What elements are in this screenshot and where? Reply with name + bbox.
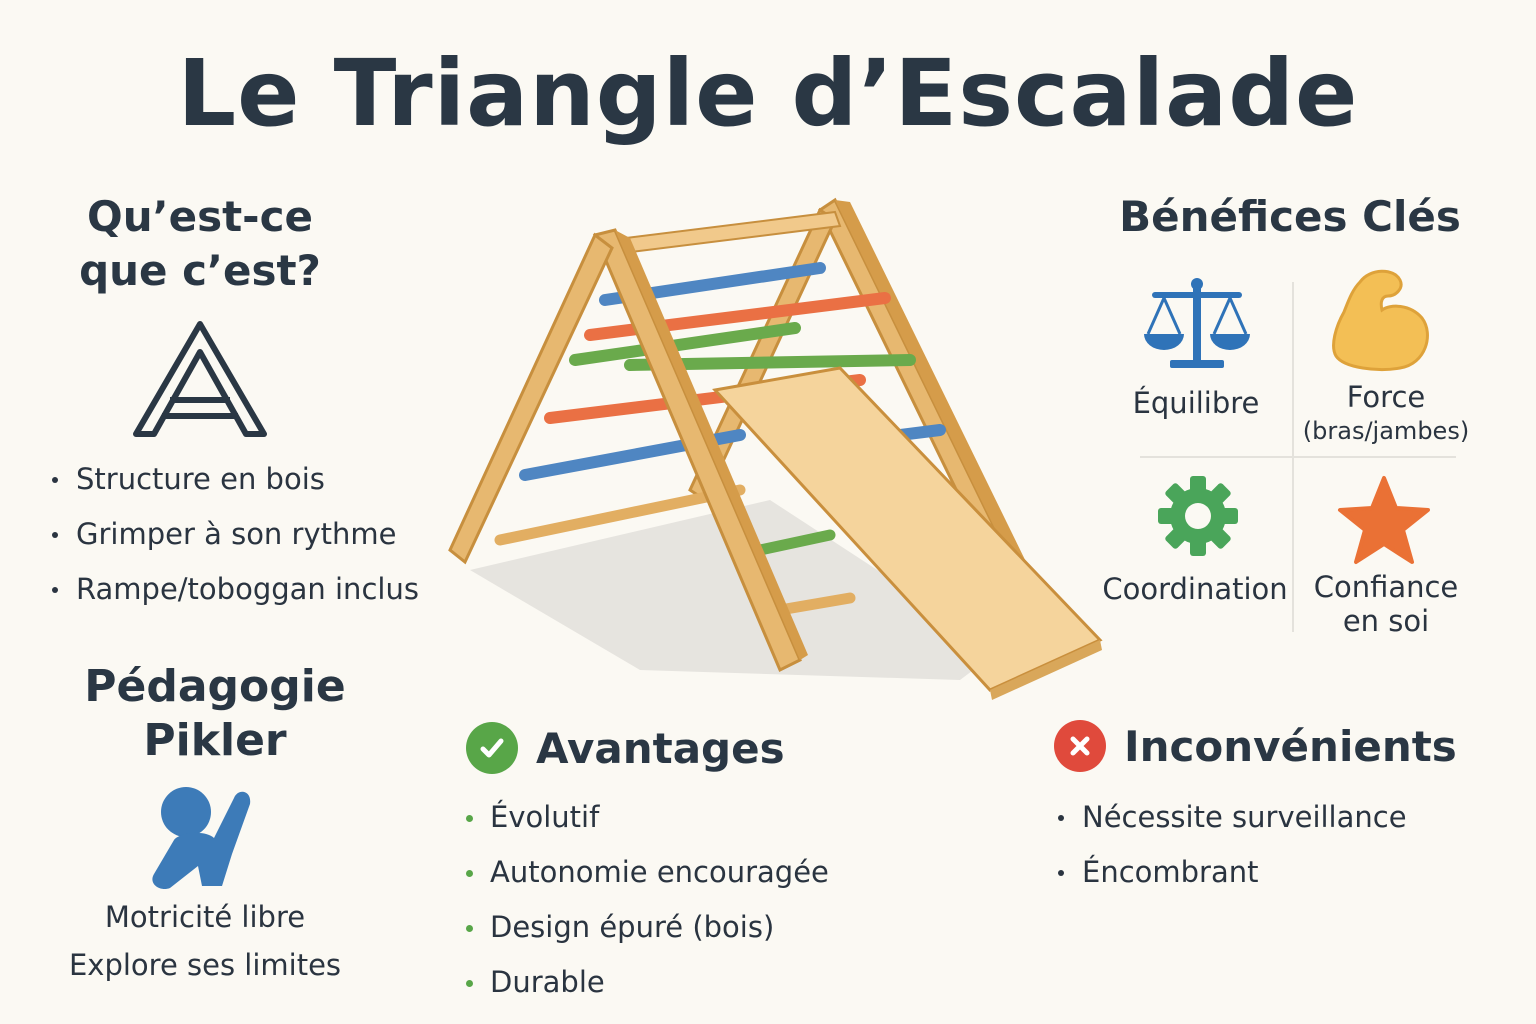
benefits-heading: Bénéfices Clés [1119, 192, 1461, 241]
benefit-coordination: Coordination [1100, 572, 1290, 606]
gear-icon [1158, 476, 1238, 556]
balance-scale-icon [1144, 278, 1250, 368]
benefit-label-line2: en soi [1342, 604, 1430, 638]
list-item: Nécessite surveillance [1056, 790, 1516, 845]
benefits-divider-horizontal [1140, 456, 1456, 458]
pikler-heading-line1: Pédagogie [84, 661, 346, 712]
benefit-force: Force (bras/jambes) [1296, 380, 1476, 448]
x-circle-icon [1054, 720, 1106, 772]
pikler-heading: Pédagogie Pikler [60, 660, 370, 768]
benefit-label: Équilibre [1132, 386, 1260, 420]
pikler-line-2: Explore ses limites [68, 948, 342, 982]
star-icon [1338, 476, 1430, 564]
list-item: Éncombrant [1056, 845, 1516, 900]
what-is-heading-line2: que c’est? [79, 246, 321, 295]
disadvantages-title: Inconvénients [1124, 721, 1457, 771]
pikler-heading-line2: Pikler [143, 715, 287, 766]
disadvantages-heading: Inconvénients [1054, 720, 1457, 772]
flexed-arm-icon [1332, 269, 1429, 371]
advantages-title: Avantages [536, 723, 785, 773]
disadvantages-list: Nécessite surveillance Éncombrant [1056, 790, 1516, 900]
advantages-list: Évolutif Autonomie encouragée Design épu… [464, 790, 984, 1010]
list-item: Structure en bois [50, 452, 470, 507]
pikler-line-1: Motricité libre [104, 900, 306, 934]
child-reaching-icon [152, 787, 251, 890]
list-item: Évolutif [464, 790, 984, 845]
list-item: Grimper à son rythme [50, 507, 470, 562]
triangle-a-icon [133, 321, 267, 437]
benefit-sub: (bras/jambes) [1302, 417, 1470, 445]
page-title: Le Triangle d’Escalade [177, 40, 1359, 147]
benefit-confiance: Confiance en soi [1296, 570, 1476, 638]
list-item: Durable [464, 955, 984, 1010]
benefit-label: Confiance [1313, 570, 1459, 604]
list-item: Rampe/toboggan inclus [50, 562, 470, 617]
what-is-heading: Qu’est-ce que c’est? [40, 190, 360, 298]
pikler-triangle-illustration [448, 197, 1103, 700]
what-is-list: Structure en bois Grimper à son rythme R… [50, 452, 470, 617]
list-item: Autonomie encouragée [464, 845, 984, 900]
check-circle-icon [466, 722, 518, 774]
what-is-heading-line1: Qu’est-ce [87, 192, 313, 241]
benefit-equilibre: Équilibre [1106, 386, 1286, 420]
benefit-label: Coordination [1102, 572, 1288, 606]
list-item: Design épuré (bois) [464, 900, 984, 955]
advantages-heading: Avantages [466, 722, 785, 774]
benefit-label: Force [1346, 380, 1426, 414]
